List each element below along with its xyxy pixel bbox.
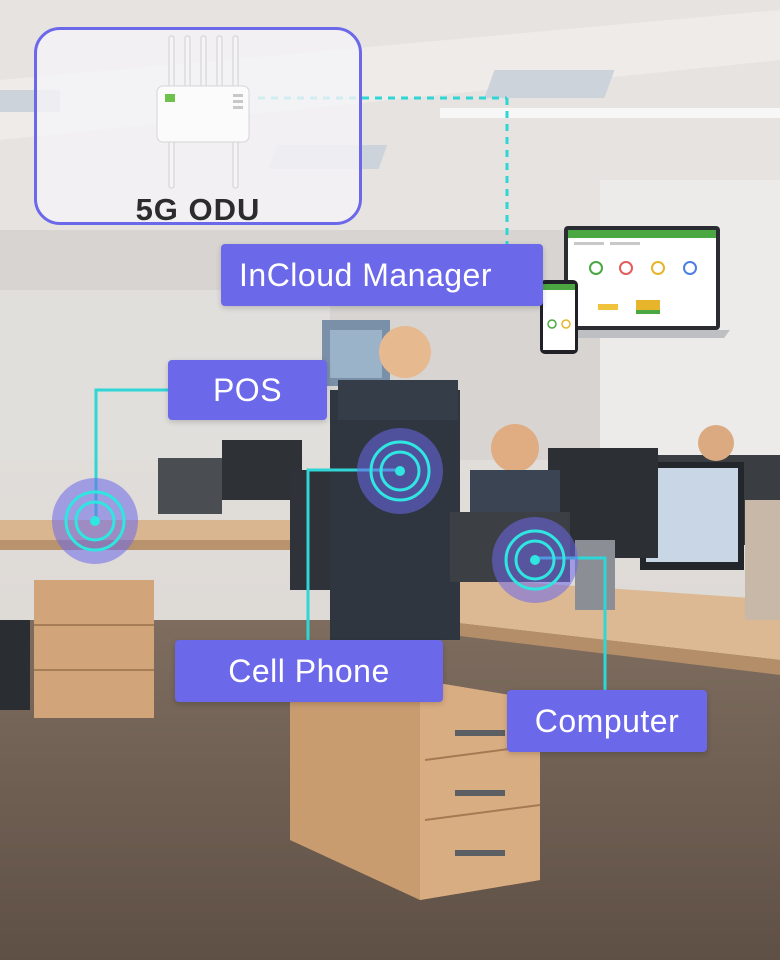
incloud-manager-label: InCloud Manager [221,244,543,306]
computer-label: Computer [507,690,707,752]
pos-label: POS [168,360,327,420]
cell-phone-label: Cell Phone [175,640,443,702]
pos-signal-target-icon [52,478,138,564]
laptop-icon [540,226,730,354]
odu-label: 5G ODU [135,192,261,227]
router-device-icon [156,35,250,189]
odu-card: 5G ODU [34,27,362,227]
computer-signal-target-icon [492,517,578,603]
phone-signal-target-icon [357,428,443,514]
